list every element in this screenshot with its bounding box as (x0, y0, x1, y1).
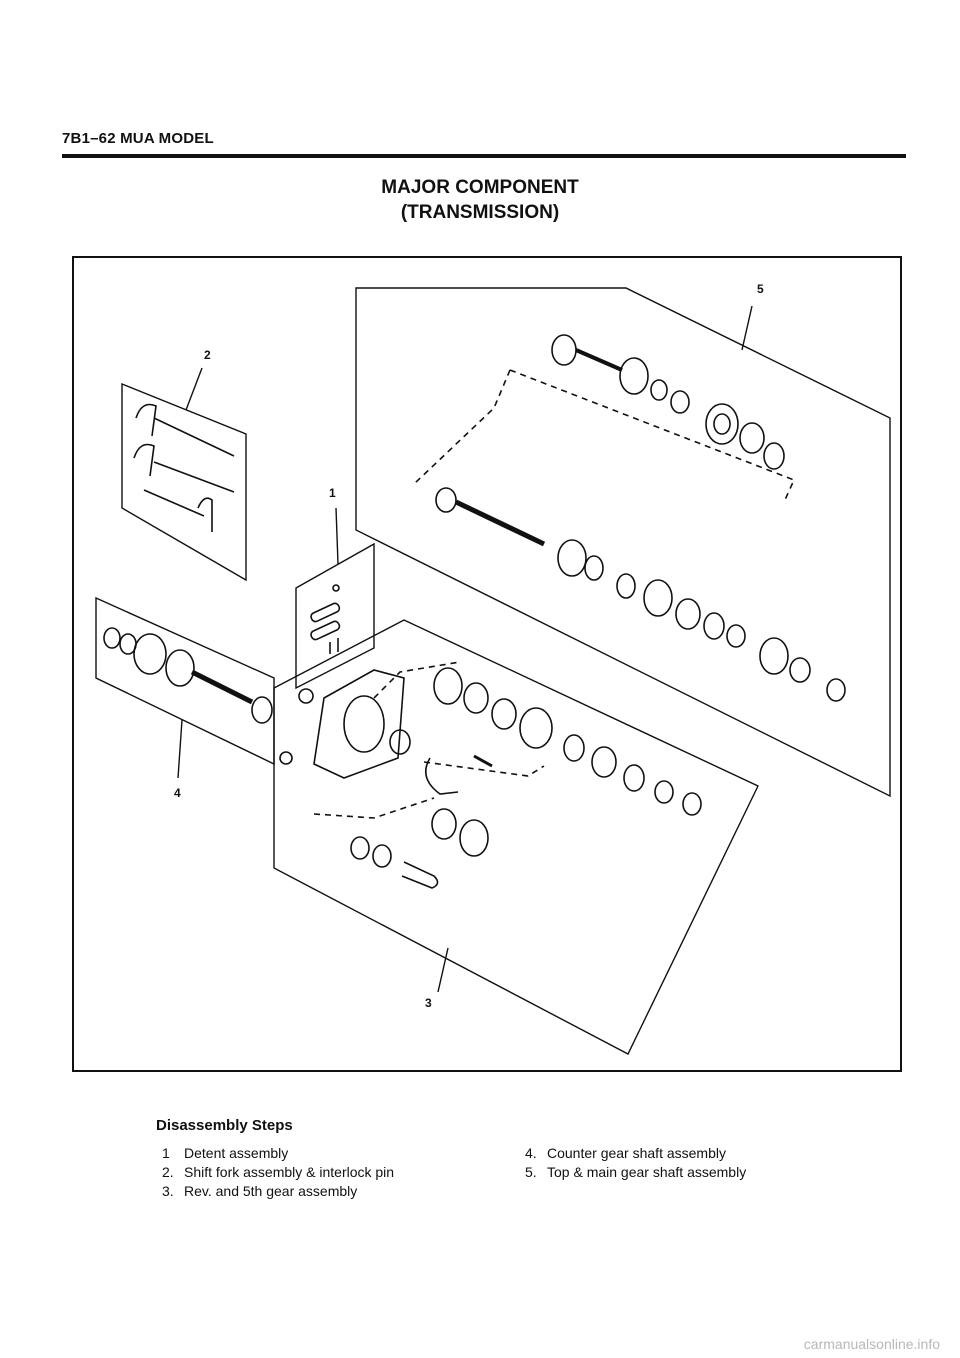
step-text: Rev. and 5th gear assembly (184, 1183, 358, 1199)
step-item: 4. Counter gear shaft assembly (525, 1144, 746, 1163)
shift-fork-parts (133, 403, 235, 532)
step-text: Shift fork assembly & interlock pin (184, 1164, 395, 1180)
panel-counter-gear (95, 596, 275, 766)
step-number: 2. (162, 1164, 174, 1180)
watermark-footer: carmanualsonline.info (803, 1336, 940, 1352)
header-rule (62, 154, 906, 158)
step-item: 1 Detent assembly (162, 1144, 394, 1163)
adapter-plate (279, 669, 405, 779)
exploded-view-drawing (95, 287, 891, 1055)
step-item: 5. Top & main gear shaft assembly (525, 1163, 746, 1182)
callout-3: 3 (425, 996, 432, 1010)
step-number: 3. (162, 1183, 174, 1199)
step-item: 3. Rev. and 5th gear assembly (162, 1182, 394, 1201)
counter-gear-parts (103, 627, 273, 724)
step-text: Counter gear shaft assembly (547, 1145, 726, 1161)
callout-4: 4 (174, 786, 181, 800)
step-item: 2. Shift fork assembly & interlock pin (162, 1163, 394, 1182)
step-number: 4. (525, 1145, 537, 1161)
steps-right-column: 4. Counter gear shaft assembly 5. Top & … (525, 1144, 746, 1182)
page-header: 7B1–62 MUA MODEL (62, 130, 214, 147)
main-shaft-lower-parts (435, 487, 846, 702)
step-text: Top & main gear shaft assembly (547, 1164, 747, 1180)
panel-detent (295, 542, 375, 690)
callout-1: 1 (329, 486, 336, 500)
page-title-line1: MAJOR COMPONENT (381, 177, 579, 198)
page-title-line2: (TRANSMISSION) (400, 202, 560, 223)
step-text: Detent assembly (184, 1145, 289, 1161)
step-number: 5. (525, 1164, 537, 1180)
step-number: 1 (162, 1145, 170, 1161)
panel-shift-forks (121, 382, 247, 582)
steps-left-column: 1 Detent assembly 2. Shift fork assembly… (162, 1144, 394, 1201)
detent-parts (310, 584, 341, 654)
disassembly-steps-heading: Disassembly Steps (156, 1117, 293, 1134)
main-shaft-upper-parts (413, 334, 796, 503)
callout-2: 2 (204, 348, 211, 362)
callout-5: 5 (757, 282, 764, 296)
panel-main-shaft (355, 287, 891, 798)
panel-rev-gear (273, 619, 759, 1055)
exploded-view-figure: 5 2 1 4 3 (72, 256, 902, 1072)
rev-gear-parts (313, 661, 702, 889)
